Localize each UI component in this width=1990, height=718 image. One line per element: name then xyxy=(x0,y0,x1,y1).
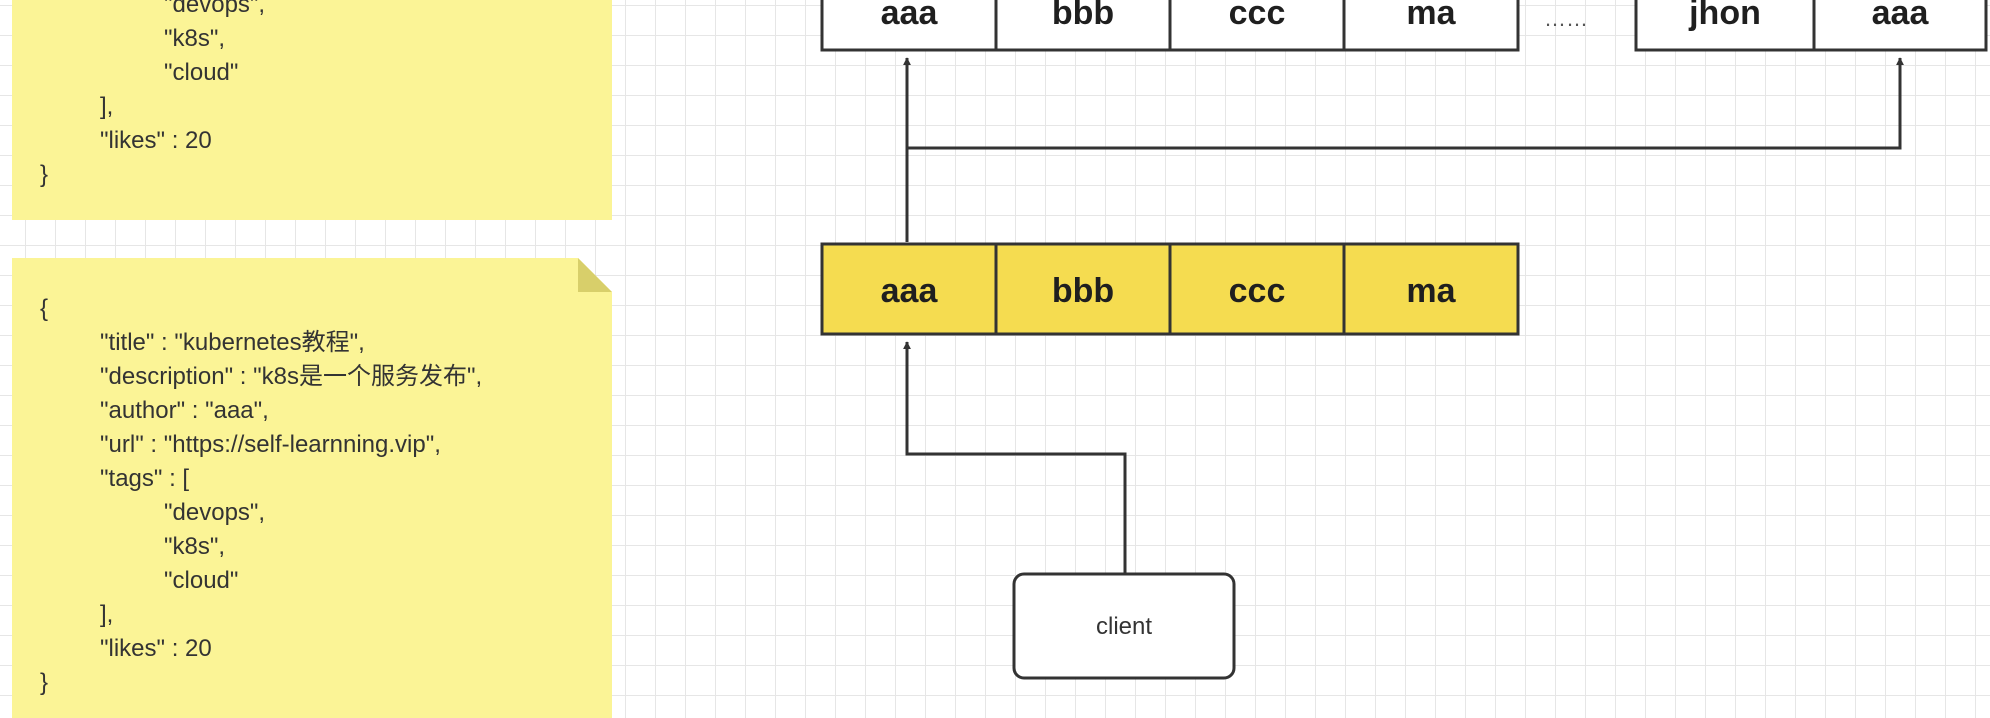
json-line: "title" : "kubernetes教程", xyxy=(100,329,365,356)
document-cell-label: ccc xyxy=(1229,0,1286,32)
arrow-client-to-index xyxy=(903,341,1127,574)
client-label: client xyxy=(1096,613,1152,640)
json-line: } xyxy=(40,161,49,188)
json-line: { xyxy=(40,295,49,322)
index-cell[interactable]: ccc xyxy=(1168,242,1346,336)
json-line: ], xyxy=(100,93,114,120)
ellipsis-separator: …… xyxy=(1544,6,1588,31)
document-cell[interactable]: jhon xyxy=(1634,0,1816,52)
document-cell[interactable]: bbb xyxy=(994,0,1172,52)
json-line: "cloud" xyxy=(164,567,239,594)
document-cell-label: bbb xyxy=(1052,0,1114,32)
index-cell-label: ccc xyxy=(1229,272,1286,310)
document-cell-label: aaa xyxy=(1872,0,1930,32)
json-line: "devops", xyxy=(164,499,266,526)
json-line: "cloud" xyxy=(164,59,239,86)
json-line: "description" : "k8s是一个服务发布", xyxy=(100,363,483,390)
json-line: "likes" : 20 xyxy=(100,635,212,662)
json-line: "tags" : [ xyxy=(100,465,190,492)
document-cell[interactable]: ma xyxy=(1342,0,1520,52)
document-cell-label: ma xyxy=(1406,0,1456,32)
index-cell-label: bbb xyxy=(1052,272,1114,310)
json-note-bottom[interactable]: { "title" : "kubernetes教程", "description… xyxy=(12,258,612,718)
index-cell[interactable]: aaa xyxy=(820,242,998,336)
json-line: "url" : "https://self-learnning.vip", xyxy=(100,431,441,458)
json-line: "k8s", xyxy=(164,25,226,52)
json-line: ], xyxy=(100,601,114,628)
json-line: "devops", xyxy=(164,0,266,18)
document-cell-label: jhon xyxy=(1688,0,1761,32)
arrow-to-last-document xyxy=(907,57,1904,150)
index-cell-label: ma xyxy=(1406,272,1456,310)
json-line: "likes" : 20 xyxy=(100,127,212,154)
document-cell[interactable]: aaa xyxy=(820,0,998,52)
document-cell[interactable]: ccc xyxy=(1168,0,1346,52)
document-cell[interactable]: aaa xyxy=(1812,0,1988,52)
json-note-top[interactable]: "devops", "k8s", "cloud" ], "likes" : 20… xyxy=(12,0,612,220)
json-line: "author" : "aaa", xyxy=(100,397,269,424)
json-line: "k8s", xyxy=(164,533,226,560)
json-line: } xyxy=(40,669,49,696)
index-cell-label: aaa xyxy=(881,272,939,310)
index-cell[interactable]: ma xyxy=(1342,242,1520,336)
document-cell-label: aaa xyxy=(881,0,939,32)
client-box[interactable]: client xyxy=(1012,572,1236,680)
index-cell[interactable]: bbb xyxy=(994,242,1172,336)
